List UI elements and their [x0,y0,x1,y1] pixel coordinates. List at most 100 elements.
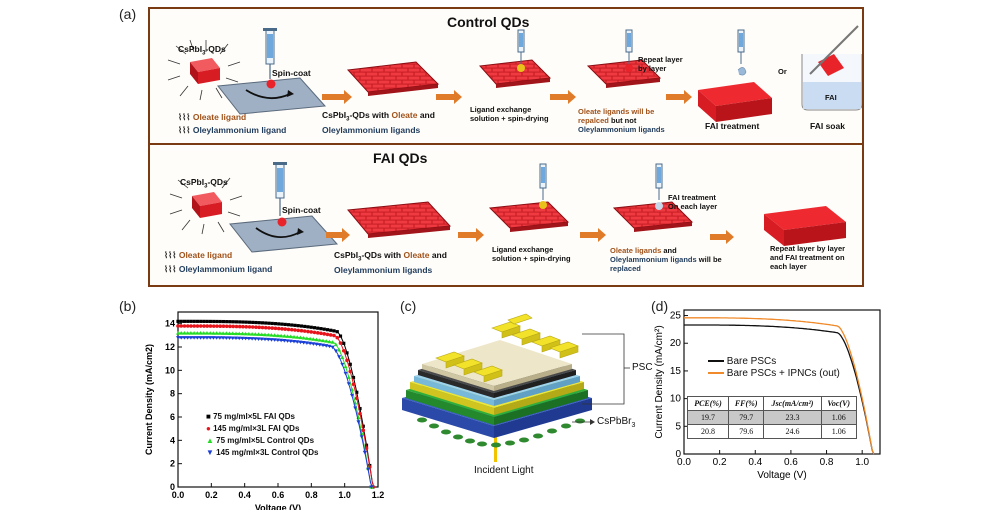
data-point [308,341,313,346]
data-point [345,358,349,363]
legend-item-b-0: ■ 75 mg/ml×5L FAI QDs [206,412,295,421]
x-tick-label: 0.0 [172,490,185,500]
data-point [348,362,352,366]
perovskite-layer [422,340,572,386]
data-point [280,322,284,326]
data-point [272,333,277,337]
data-point [295,335,300,339]
control-step4: FAI treatment [705,121,760,131]
table-cell: 23.3 [763,410,822,425]
data-point [332,329,336,333]
data-point [182,336,187,340]
data-point [246,331,251,336]
data-point [315,331,320,335]
data-point [259,337,264,342]
data-point [241,320,245,324]
data-point [283,327,288,331]
data-point [285,339,290,343]
data-point [351,382,356,387]
data-point [205,331,209,335]
data-point [241,324,245,329]
y-tick-label: 25 [670,311,682,322]
data-point [295,340,300,344]
data-point [338,334,343,338]
legend-item-d-0: Bare PSCs [708,356,840,368]
data-point [308,336,313,341]
data-point [221,319,226,324]
data-point [179,331,184,335]
data-point [205,324,210,328]
panel-label-a: (a) [119,6,137,22]
data-point [208,336,213,340]
data-point [316,326,320,330]
data-point [182,331,187,335]
data-point [240,331,245,336]
legend-item-b-3: ▼ 145 mg/ml×3L Control QDs [206,448,319,457]
fai-legend-oleate: ⌇⌇⌇ Oleate ligand [164,250,233,260]
data-point [186,319,190,323]
table-header-cell: Jsc(mA/cm²) [763,396,822,411]
data-point [327,344,332,349]
data-point [279,333,284,338]
data-point [304,341,309,345]
data-point [176,331,180,335]
data-point [240,336,245,341]
y-tick-label: 4 [170,435,175,445]
data-point [215,324,219,328]
data-point [215,319,219,324]
data-point [330,345,335,350]
syringe-icon-5 [273,162,287,216]
gold-electrodes [435,313,579,383]
table-row: 19.7 79.7 23.3 1.06 [687,410,857,425]
data-point [256,337,261,341]
data-point [198,324,203,328]
data-point [234,324,239,329]
data-point [176,336,180,340]
psc-label: PSC [632,362,653,373]
y-tick-label: 20 [670,338,682,349]
data-point [289,327,294,332]
data-point [312,326,317,330]
data-point [273,322,278,326]
x-tick-label: 0.8 [305,490,318,500]
data-point [309,330,314,334]
x-tick-label: 1.0 [855,457,869,468]
panel-label-c: (c) [400,298,417,314]
data-point [275,338,280,343]
data-point [299,328,304,333]
data-point [237,331,242,336]
data-point [192,324,197,328]
data-point [179,319,183,323]
data-point [317,338,322,342]
data-point [338,341,343,345]
table-cell: 79.7 [727,410,765,425]
data-point [346,375,351,379]
control-spin-coat: Spin-coat [272,68,311,78]
data-point [208,319,213,324]
data-point [251,320,255,324]
data-point [243,336,248,341]
data-point [195,319,200,323]
y-tick-label: 6 [170,412,175,422]
data-point [221,331,226,335]
panel-a-divider [150,143,862,145]
y-tick-label: 2 [170,459,175,469]
x-tick-label: 0.0 [677,457,691,468]
data-point [182,324,187,328]
data-point [304,336,309,340]
data-point [362,451,367,455]
data-point [343,364,348,369]
data-point [362,448,367,452]
y-tick-label: 0 [170,482,175,492]
data-point [188,331,193,335]
syringe-icon-3 [625,29,633,64]
data-point [351,375,356,380]
x-tick-label: 1.0 [338,490,351,500]
device-stack-diagram [402,313,630,462]
data-point [192,319,196,323]
chart-d-legend: Bare PSCs Bare PSCs + IPNCs (out) [708,356,840,380]
data-point [192,336,197,340]
data-point [260,321,265,325]
